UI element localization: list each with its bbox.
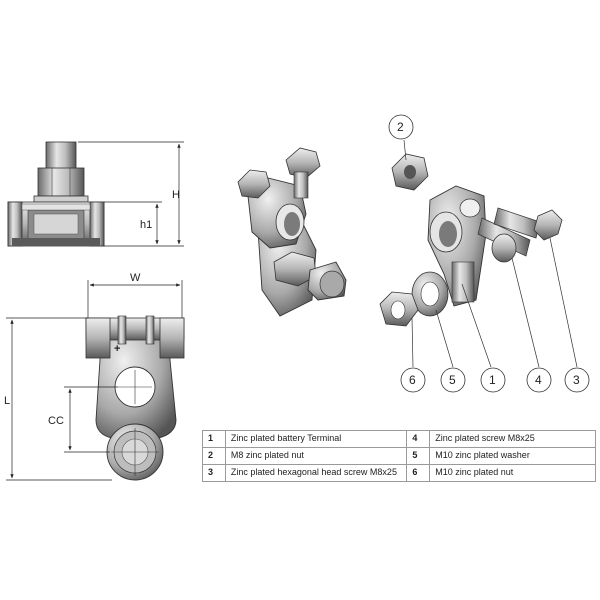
- table-row: 2 M8 zinc plated nut 5 M10 zinc plated w…: [202, 447, 596, 465]
- parts-table: 1 Zinc plated battery Terminal 4 Zinc pl…: [202, 430, 596, 482]
- callouts: 2 6 5 1 4 3: [388, 114, 590, 393]
- callout-2: 2: [388, 114, 414, 140]
- part-description: Zinc plated screw M8x25: [429, 430, 596, 448]
- part-description: M10 zinc plated washer: [429, 447, 596, 465]
- callout-4: 4: [526, 367, 552, 393]
- dimension-W: W: [87, 272, 183, 318]
- callout-5-label: 5: [449, 373, 456, 387]
- part-description: M10 zinc plated nut: [429, 464, 596, 482]
- callout-6-label: 6: [409, 373, 416, 387]
- table-row: 1 Zinc plated battery Terminal 4 Zinc pl…: [202, 430, 596, 448]
- callout-5: 5: [440, 367, 466, 393]
- part-number: 1: [202, 430, 226, 448]
- leader-lines: [403, 139, 578, 368]
- dim-label-CC: CC: [48, 415, 64, 427]
- part-number: 4: [406, 430, 431, 448]
- dimension-L: L: [4, 317, 112, 481]
- assembled-terminal: [237, 147, 347, 317]
- part-number: 6: [406, 464, 431, 482]
- front-view: [7, 141, 105, 247]
- callout-4-label: 4: [535, 373, 542, 387]
- dimension-h1: h1: [104, 201, 162, 245]
- part-number: 3: [202, 464, 226, 482]
- top-view: +: [85, 315, 185, 481]
- callout-1-label: 1: [489, 373, 496, 387]
- callout-3: 3: [564, 367, 590, 393]
- part-number: 5: [406, 447, 431, 465]
- polarity-mark: +: [114, 343, 120, 355]
- part-description: Zinc plated battery Terminal: [224, 430, 408, 448]
- part-3-screw: [493, 207, 541, 239]
- dim-label-h1: h1: [140, 219, 152, 231]
- dim-label-W: W: [130, 272, 141, 284]
- callout-1: 1: [480, 367, 506, 393]
- callout-3-label: 3: [573, 373, 580, 387]
- dimension-CC: CC: [48, 386, 118, 453]
- part-description: Zinc plated hexagonal head screw M8x25: [224, 464, 408, 482]
- part-number: 2: [202, 447, 226, 465]
- callout-6: 6: [400, 367, 426, 393]
- exploded-terminal: [379, 153, 563, 327]
- callout-2-label: 2: [397, 120, 404, 134]
- dim-label-L: L: [4, 395, 10, 407]
- part-description: M8 zinc plated nut: [224, 447, 408, 465]
- dimension-H: H: [78, 141, 184, 247]
- table-row: 3 Zinc plated hexagonal head screw M8x25…: [202, 464, 596, 482]
- dim-label-H: H: [172, 189, 180, 201]
